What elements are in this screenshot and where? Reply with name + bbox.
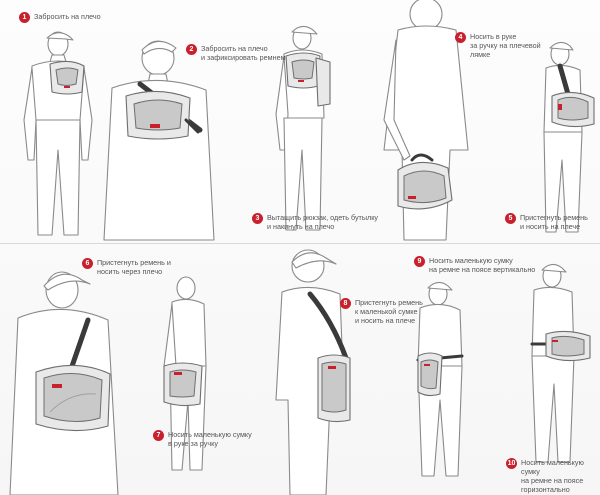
figure-4-bag: [397, 153, 453, 210]
step-number-badge: 1: [19, 12, 30, 23]
step-number-badge: 9: [414, 256, 425, 267]
caption-text: Носить маленькую сумку на ремне на поясе…: [521, 458, 584, 494]
caption-text: Носить маленькую сумку в руке за ручку: [168, 430, 252, 448]
figure-7-bag: [163, 362, 203, 407]
caption-text: Забросить на плечо и зафиксировать ремне…: [201, 44, 286, 62]
figure-6-bag: [35, 317, 111, 432]
caption-5: 5 Пристегнуть ремень и носить на плече: [505, 213, 588, 231]
caption-text: Носить маленькую сумку на ремне на поясе…: [429, 256, 536, 274]
figure-3-backpack: [285, 52, 331, 107]
caption-4: 4 Носить в руке за ручку на плечевой лям…: [455, 32, 541, 59]
figure-3-person: [275, 25, 325, 231]
caption-7: 7 Носить маленькую сумку в руке за ручку: [153, 430, 252, 448]
caption-10: 10 Носить маленькую сумку на ремне на по…: [506, 458, 600, 494]
step-number-badge: 6: [82, 258, 93, 269]
caption-text: Носить в руке за ручку на плечевой лямке: [470, 32, 541, 59]
figure-10-person: [531, 263, 575, 463]
caption-6: 6 Пристегнуть ремень и носить через плеч…: [82, 258, 171, 276]
caption-3: 3 Вытащить рюкзак, одеть бутылку и накин…: [252, 213, 378, 231]
step-number-badge: 10: [506, 458, 517, 469]
figure-9-bag: [416, 352, 464, 397]
figure-1-bag: [49, 60, 85, 95]
figure-2-person: [103, 40, 215, 241]
caption-text: Забросить на плечо: [34, 12, 101, 21]
figure-8-person: [275, 249, 345, 495]
caption-2: 2 Забросить на плечо и зафиксировать рем…: [186, 44, 286, 62]
figure-10-bag: [530, 330, 591, 362]
figure-5-bag: [551, 63, 595, 128]
caption-9: 9 Носить маленькую сумку на ремне на поя…: [414, 256, 535, 274]
caption-1: 1 Забросить на плечо: [19, 12, 101, 23]
caption-text: Пристегнуть ремень к маленькой сумке и н…: [355, 298, 423, 325]
caption-text: Пристегнуть ремень и носить на плече: [520, 213, 588, 231]
step-number-badge: 3: [252, 213, 263, 224]
caption-text: Пристегнуть ремень и носить через плечо: [97, 258, 171, 276]
step-number-badge: 8: [340, 298, 351, 309]
step-number-badge: 7: [153, 430, 164, 441]
row-divider: [0, 243, 600, 244]
step-number-badge: 5: [505, 213, 516, 224]
caption-8: 8 Пристегнуть ремень к маленькой сумке и…: [340, 298, 423, 325]
figure-2-bag: [125, 81, 203, 140]
figure-8-bag: [307, 291, 351, 423]
step-number-badge: 4: [455, 32, 466, 43]
caption-text: Вытащить рюкзак, одеть бутылку и накинут…: [267, 213, 379, 231]
step-number-badge: 2: [186, 44, 197, 55]
